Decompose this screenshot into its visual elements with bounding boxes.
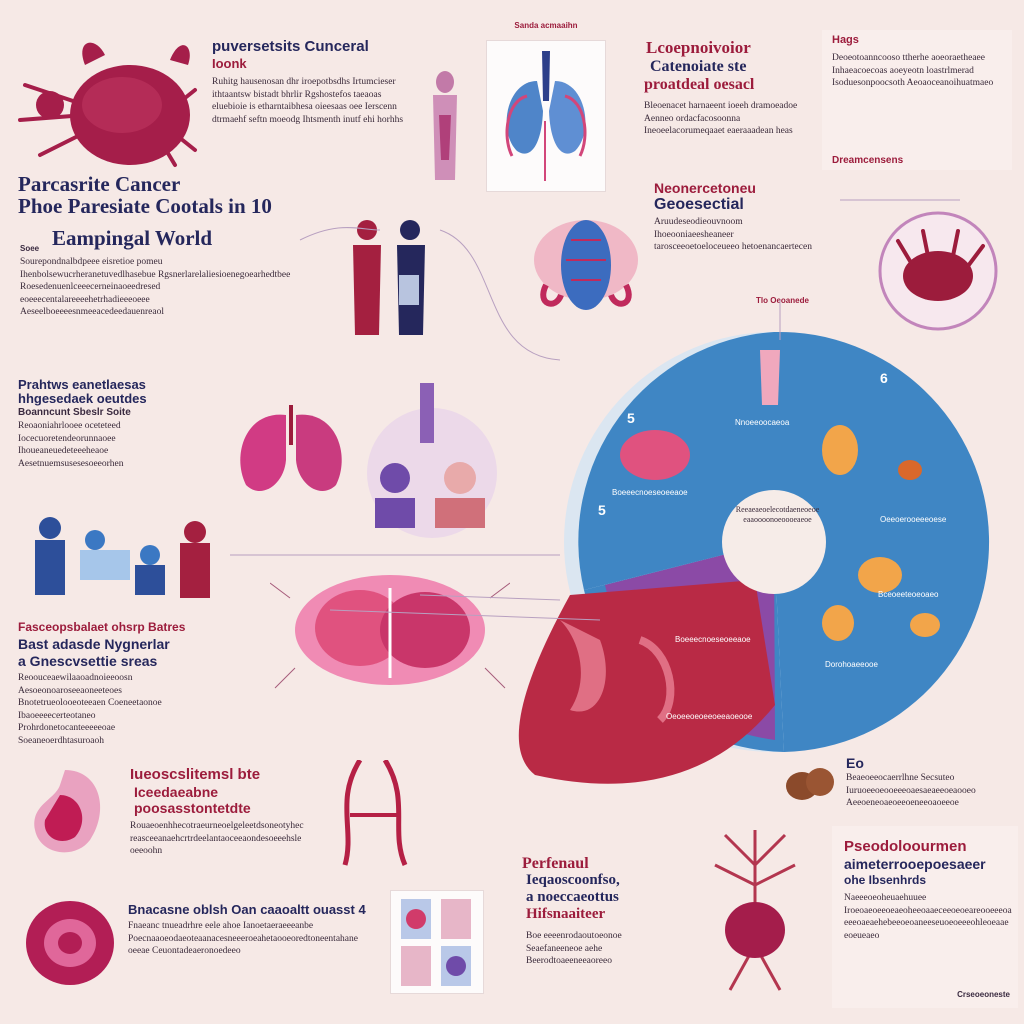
right-bottom-title-1: Pseodoloourmen	[844, 838, 967, 855]
right-bottom-title-3: ohe Ibsenhrds	[844, 873, 927, 887]
center-bottom-title-1: Perfenaul	[522, 855, 589, 872]
wheel-diagram	[440, 320, 1024, 830]
right-bottom-title-2: aimeterrooepoesaeer	[844, 856, 986, 872]
main-heading-line1: Parcasrite Cancer	[18, 172, 181, 196]
wheel-number-2: 6	[880, 370, 888, 386]
wheel-label-purple: Boeeecnoeseoeeaoe	[675, 635, 751, 644]
center-bottom-body: Boe eeeenrodaoutoeonoe Seaefaneeneoe aeh…	[526, 931, 622, 966]
brown-organ-icon	[782, 758, 836, 806]
scan-card	[390, 890, 484, 994]
intro-small-label: Soee	[20, 244, 40, 253]
top-right-footer: Dreamcensens	[832, 155, 904, 166]
wheel-label-e: Dorohoaeeooe	[825, 660, 878, 669]
center-top-body: Bleoenacet harnaeent ioeeh dramoeadoe Ae…	[644, 101, 798, 136]
wheel-label-top: Tlo Oeoanede	[756, 296, 809, 305]
center-bottom-title-2: Ieqaoscoonfso,	[526, 872, 620, 888]
central-organ-illustration	[526, 210, 646, 325]
top-right-title: Hags	[832, 34, 859, 46]
right-bottom-body: Naeeeoeoheuaehuuee Iroeoaeoeeoeaeoheeoaa…	[844, 893, 1012, 941]
intestine-icon	[20, 895, 120, 990]
right-bottom-footer: Crseoeoneste	[957, 990, 1010, 999]
top-center-title: Sanda acmaaihn	[514, 21, 578, 30]
left-low-title-2: Bast adasde Nygnerlar	[18, 636, 170, 652]
main-heading-line3: Eampingal World	[52, 226, 213, 250]
top-left-subtitle: Ioonk	[212, 56, 247, 71]
center-top-sub1: Catenoiate ste	[650, 58, 747, 75]
left-low-title-3: a Gnescvsettie sreas	[18, 653, 158, 669]
top-right-panel: Hags Deoeotoanncooso ttherhe aoeoraethea…	[822, 30, 1012, 170]
bottom-body: Fnaeanc tnueadrhre eele ahoe Ianoetaerae…	[128, 921, 358, 956]
stomach-icon	[20, 765, 115, 860]
top-left-body: Ruhitg hausenosan dhr iroepotbsdhs Irtum…	[212, 77, 404, 125]
two-people-icon	[345, 215, 435, 340]
top-center-card: Sanda acmaaihn	[486, 21, 606, 192]
geo-title-2: Geoesectial	[654, 196, 744, 213]
top-left-title: puversetsits Cunceral	[212, 38, 369, 55]
vascular-organ-icon	[700, 825, 810, 995]
center-top-sub2: proatdeal oesacl	[644, 76, 755, 93]
wheel-label-b: Nnoeeoocaeoa	[735, 418, 790, 427]
torso-figure-icon	[425, 70, 465, 190]
wheel-center-text: Reeaeaeoelecotdaeneoeoeeaaoooonoeoooeaeo…	[735, 505, 820, 524]
right-bottom-panel: Pseodoloourmen aimeterrooepoesaeer ohe I…	[832, 826, 1018, 1008]
crab-illustration	[10, 20, 200, 170]
bottom-left-title-3: poosasstontetdte	[134, 800, 251, 816]
pink-lungs-icon	[226, 405, 356, 500]
mid-left-title: Prahtws eanetlaesas hhgesedaek oeutdes	[18, 377, 147, 406]
patient-consult-icon	[360, 378, 505, 543]
wheel-label-a: Boeeecnoeseoeeaoe	[612, 488, 688, 497]
wheel-number-1: 5	[627, 410, 635, 426]
right-mid-body: Beaeoeeocaerrlhne Secsuteo Iuruoeeoeooee…	[846, 773, 976, 808]
main-heading-line2: Phoe Paresiate Cootals in 10	[18, 194, 272, 218]
bottom-left-body: Rouaeoenhhecotraeurneoelgeleetdsoneotyhe…	[130, 821, 304, 856]
mid-left-body: Reoaoniahrlooee oceteteed Iocecuoretende…	[18, 421, 124, 469]
doctors-row-icon	[20, 510, 225, 600]
ribbon-icon	[330, 760, 420, 870]
center-bottom-title-3: a noeccaeottus	[526, 889, 619, 905]
tick-circle-icon	[873, 206, 1003, 336]
left-low-body: Reoouceaewilaaoadnoieeoosn Aesoeonoarose…	[18, 673, 162, 746]
right-mid-title: Eo	[846, 755, 864, 771]
wheel-segment-red	[518, 580, 775, 784]
lung-organ-icon	[505, 51, 587, 181]
bottom-left-title-1: Iueoscslitemsl bte	[130, 766, 261, 783]
left-low-title-1: Fasceopsbalaet ohsrp Batres	[18, 620, 186, 634]
wheel-label-red: Oeoeeoeoeeoeeaoeooe	[666, 712, 753, 721]
wheel-number-3: 5	[598, 502, 606, 518]
wheel-label-c: Oeeoerooeeeoese	[880, 515, 947, 524]
center-bottom-title-4: Hifsnaaiteer	[526, 906, 606, 922]
geo-title-1: Neonercetoneu	[654, 180, 756, 196]
bottom-left-title-2: Iceedaeabne	[134, 784, 219, 800]
top-right-body: Deoeotoanncooso ttherhe aoeoraetheaee In…	[832, 53, 994, 88]
intro-body: Sourepondnalbdpeee eisretioe pomeu Ihenb…	[20, 257, 291, 317]
mid-left-subtitle: Boanncunt Sbeslr Soite	[18, 407, 131, 418]
center-top-title: Lcoepnoivoior	[646, 38, 751, 57]
wheel-label-d: Bceoeeteoeoaeo	[878, 590, 939, 599]
geo-body: Aruudeseodieouvnoom Ihoeooniaeesheaneer …	[654, 217, 812, 252]
bottom-title: Bnacasne oblsh Oan caaoaltt ouasst 4	[128, 902, 366, 917]
